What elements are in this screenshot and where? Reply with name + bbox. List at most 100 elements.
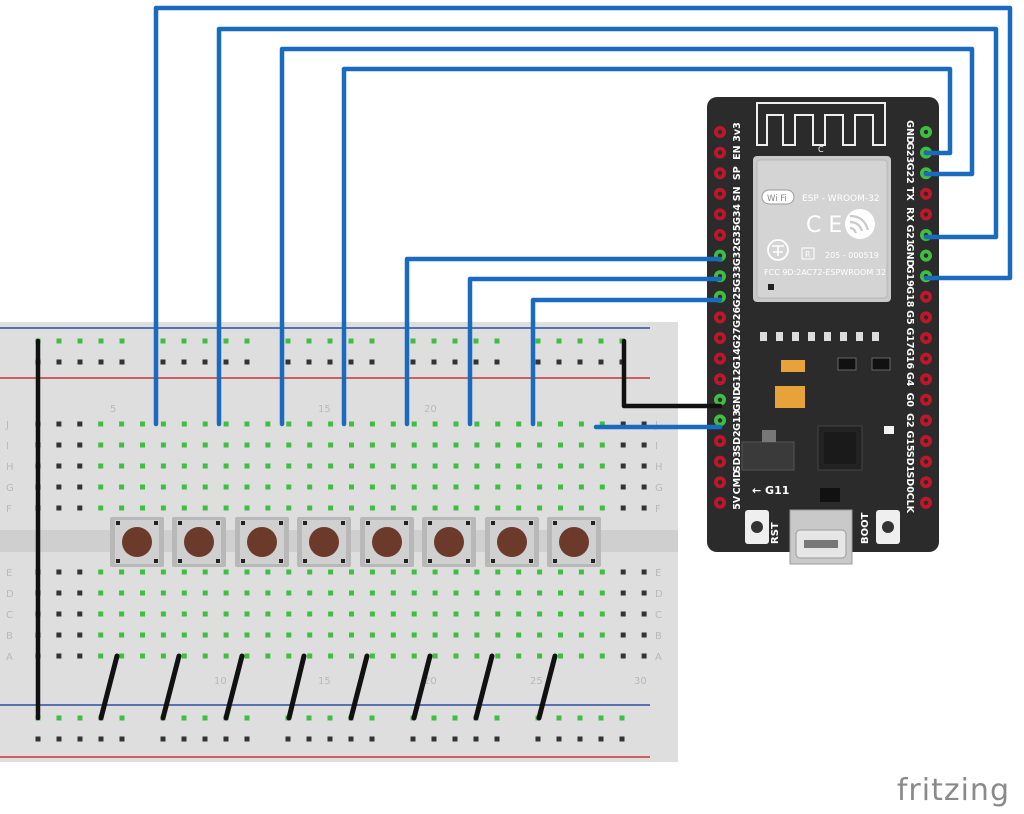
breadboard-hole: [181, 590, 187, 596]
pin-label-left: SN: [732, 186, 743, 201]
breadboard-hole: [578, 421, 584, 427]
breadboard-hole: [620, 442, 626, 448]
signal-wire-button-3[interactable]: [279, 46, 975, 427]
breadboard-hole: [349, 611, 354, 617]
rst-label: RST: [770, 522, 781, 544]
push-button[interactable]: [110, 517, 164, 567]
push-button[interactable]: [172, 517, 226, 567]
breadboard-hole: [495, 484, 501, 490]
ground-jumper-wire[interactable]: [473, 653, 495, 721]
breadboard-hole: [56, 484, 62, 490]
ground-jumper-wire[interactable]: [286, 653, 307, 721]
rail-hole: [244, 715, 250, 721]
breadboard-hole: [390, 632, 396, 638]
breadboard-hole: [349, 505, 354, 511]
breadboard-hole: [244, 653, 250, 659]
button-cap[interactable]: [559, 527, 589, 557]
breadboard-hole: [369, 463, 375, 469]
ground-jumper-wire[interactable]: [348, 653, 370, 721]
breadboard-hole: [223, 505, 229, 511]
breadboard-hole: [432, 569, 438, 575]
signal-wire-button-6[interactable]: [467, 276, 723, 427]
breadboard-hole: [349, 421, 354, 427]
micro-usb-port[interactable]: [789, 509, 853, 565]
breadboard-hole: [140, 442, 145, 448]
breadboard-hole: [474, 569, 480, 575]
pin-label-left: SD2: [732, 430, 743, 451]
breadboard-hole: [578, 505, 584, 511]
breadboard-hole: [620, 569, 626, 575]
breadboard-hole: [349, 590, 354, 596]
rst-button[interactable]: [745, 510, 769, 544]
pin-label-left: G35: [732, 224, 743, 245]
ground-jumper-wire[interactable]: [98, 653, 120, 721]
breadboard-hole: [223, 632, 229, 638]
breadboard-hole: [119, 505, 125, 511]
breadboard-hole: [349, 569, 354, 575]
signal-wire-button-1[interactable]: [153, 5, 1013, 427]
capacitor-1: [781, 360, 805, 372]
ground-jumper-wire[interactable]: [223, 653, 245, 721]
rail-hole: [223, 359, 229, 365]
rail-hole: [431, 736, 437, 742]
rail-hole: [473, 338, 479, 344]
pin-label-left: G25: [732, 286, 743, 307]
rail-hole: [431, 338, 437, 344]
breadboard-hole: [578, 590, 584, 596]
button-cap[interactable]: [497, 527, 527, 557]
rail-hole: [306, 359, 312, 365]
breadboard-hole: [181, 505, 187, 511]
breadboard-hole: [369, 569, 375, 575]
breadboard-hole: [244, 463, 250, 469]
push-button[interactable]: [297, 517, 351, 567]
pin-label-right: G15: [904, 430, 915, 451]
ground-wire-to-esp32[interactable]: [621, 338, 723, 409]
button-cap[interactable]: [184, 527, 214, 557]
row-letter: A: [655, 652, 662, 663]
ground-jumper-wire[interactable]: [160, 653, 182, 721]
signal-wire-button-5[interactable]: [404, 256, 723, 427]
breadboard-hole: [223, 653, 229, 659]
rail-hole: [431, 715, 437, 721]
breadboard-hole: [537, 484, 543, 490]
breadboard-hole: [349, 442, 354, 448]
signal-wire-button-4[interactable]: [341, 66, 953, 427]
breadboard-hole: [390, 505, 396, 511]
push-button[interactable]: [360, 517, 414, 567]
rail-hole: [327, 338, 333, 344]
breadboard-hole: [307, 421, 313, 427]
breadboard-hole: [641, 505, 647, 511]
pin-label-right: G4: [904, 372, 915, 387]
boot-button[interactable]: [876, 510, 900, 544]
breadboard-hole: [265, 505, 271, 511]
button-cap[interactable]: [372, 527, 402, 557]
rail-hole: [410, 338, 416, 344]
breadboard-hole: [202, 505, 208, 511]
breadboard-hole: [286, 463, 292, 469]
breadboard-hole: [620, 590, 626, 596]
ground-jumper-wire[interactable]: [411, 653, 433, 721]
rail-hole: [119, 736, 125, 742]
fritzing-logo: fritzing: [896, 773, 1010, 808]
signal-wire-button-7[interactable]: [530, 297, 723, 427]
breadboard-hole: [349, 653, 354, 659]
breadboard-hole: [411, 569, 417, 575]
rail-hole: [327, 715, 333, 721]
breadboard-hole: [411, 611, 417, 617]
ground-jumper-wire[interactable]: [536, 653, 558, 721]
push-button[interactable]: [422, 517, 476, 567]
button-cap[interactable]: [247, 527, 277, 557]
push-button[interactable]: [547, 517, 601, 567]
smd-resistor: [792, 332, 799, 341]
breadboard-hole: [286, 442, 292, 448]
breadboard-hole: [516, 463, 522, 469]
signal-wire-button-2[interactable]: [216, 26, 999, 427]
breadboard-hole: [620, 611, 626, 617]
button-cap[interactable]: [434, 527, 464, 557]
push-button[interactable]: [235, 517, 289, 567]
push-button[interactable]: [485, 517, 539, 567]
rail-hole: [202, 736, 208, 742]
button-cap[interactable]: [122, 527, 152, 557]
pin-label-left: G27: [732, 327, 743, 348]
button-cap[interactable]: [309, 527, 339, 557]
